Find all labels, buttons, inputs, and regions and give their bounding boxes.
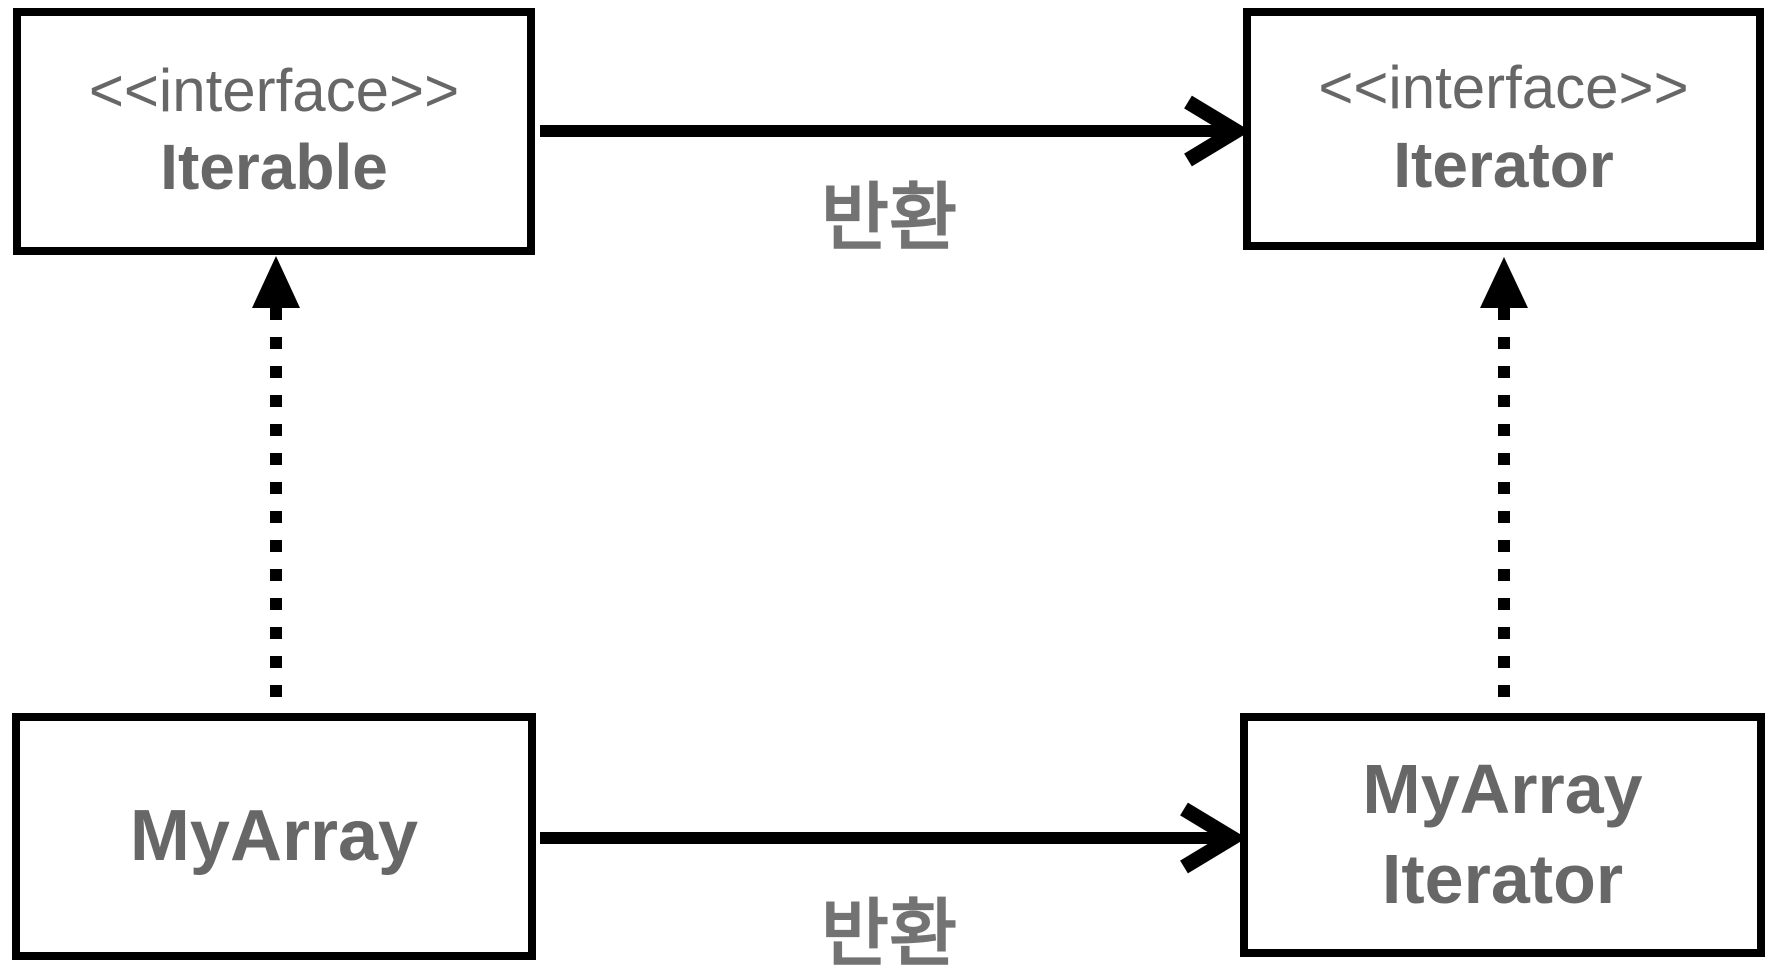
top-arrow-label: 반환: [820, 176, 958, 259]
stereotype-label: <<interface>>: [88, 56, 460, 124]
solid-arrow-myarray-to-myarrayiterator: [540, 802, 1247, 874]
class-name: Iterator: [1393, 128, 1614, 201]
class-box-iterator: <<interface>> Iterator: [1243, 8, 1764, 250]
class-name: MyArray Iterator: [1362, 750, 1643, 918]
class-box-iterable: <<interface>> Iterable: [13, 8, 535, 255]
class-name: Iterable: [160, 131, 388, 204]
dashed-arrow-myarrayiterator-to-iterator: [1480, 257, 1528, 716]
class-box-myarray: MyArray: [12, 713, 536, 960]
arrowhead-up-icon: [1480, 257, 1528, 308]
bottom-arrow-label: 반환: [820, 892, 958, 975]
class-box-myarray-iterator: MyArray Iterator: [1240, 713, 1765, 957]
class-name: MyArray: [129, 796, 419, 877]
arrowhead-right-icon: [1184, 95, 1251, 167]
dashed-arrow-myarray-to-iterable: [252, 256, 300, 716]
stereotype-label: <<interface>>: [1318, 54, 1689, 122]
solid-arrow-iterable-to-iterator: [540, 95, 1251, 167]
arrowhead-right-icon: [1180, 802, 1247, 874]
arrowhead-up-icon: [252, 256, 300, 308]
